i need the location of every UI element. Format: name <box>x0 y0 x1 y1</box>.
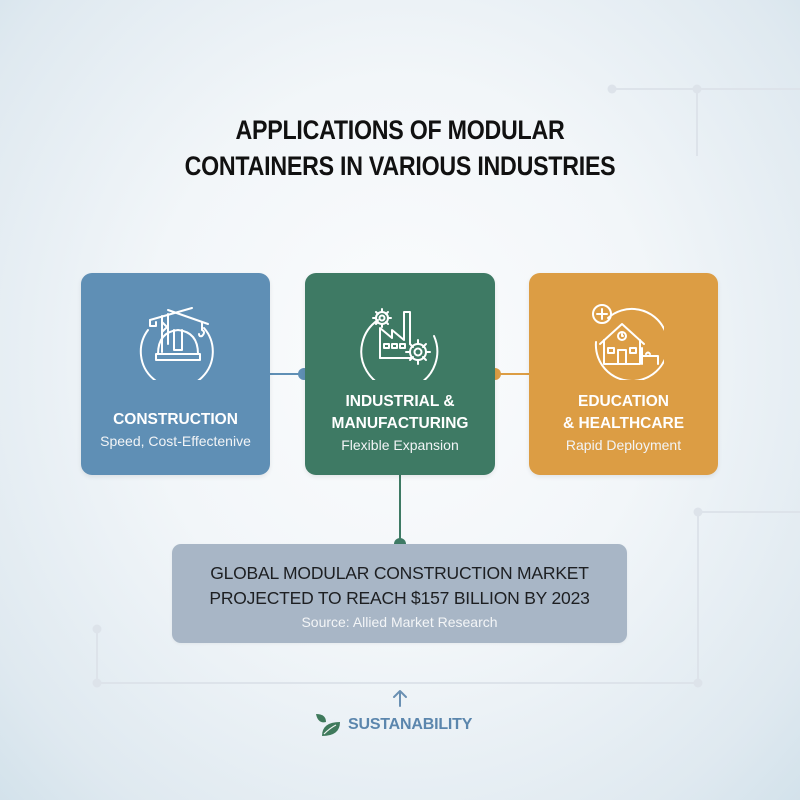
connector-industrial-education <box>495 373 529 375</box>
sustainability-label: SUSTANABILITY <box>314 712 472 738</box>
market-source: Source: Allied Market Research <box>301 614 498 630</box>
leaf-icon <box>316 714 340 736</box>
decorative-node <box>693 507 703 517</box>
card-heading: CONSTRUCTION <box>113 411 238 428</box>
decorative-node <box>693 678 703 688</box>
decorative-node <box>92 678 102 688</box>
card-education-healthcare: EDUCATION & HEALTHCARE Rapid Deployment <box>529 273 718 475</box>
card-construction: CONSTRUCTION Speed, Cost-Effectenive <box>81 273 270 475</box>
construction-crane-helmet-icon <box>139 307 214 380</box>
card-heading-line-2: MANUFACTURING <box>331 415 469 432</box>
market-line-1: GLOBAL MODULAR CONSTRUCTION MARKET <box>210 563 589 583</box>
decorative-node <box>692 84 702 94</box>
page-title: APPLICATIONS OF MODULAR CONTAINERS IN VA… <box>56 112 744 184</box>
title-line-2: CONTAINERS IN VARIOUS INDUSTRIES <box>184 151 616 181</box>
connector-construction-industrial <box>270 373 306 375</box>
card-subtitle: Flexible Expansion <box>341 437 459 453</box>
title-line-1: APPLICATIONS OF MODULAR <box>235 115 565 145</box>
school-hospital-icon <box>591 304 664 380</box>
decorative-node <box>607 84 617 94</box>
decorative-line <box>696 88 698 156</box>
factory-gears-icon <box>360 308 439 380</box>
decorative-line <box>96 629 98 683</box>
up-arrow-icon <box>393 690 407 707</box>
card-heading: INDUSTRIAL & <box>345 393 455 410</box>
decorative-node <box>92 624 102 634</box>
card-heading-line-2: & HEALTHCARE <box>562 415 685 432</box>
market-projection-box: GLOBAL MODULAR CONSTRUCTION MARKET PROJE… <box>172 544 627 643</box>
card-subtitle: Rapid Deployment <box>565 437 682 453</box>
decorative-line <box>697 512 699 683</box>
connector-industrial-market <box>399 475 401 543</box>
sustainability-text: SUSTANABILITY <box>348 716 473 733</box>
market-line-2: PROJECTED TO REACH $157 BILLION BY 2023 <box>209 588 590 608</box>
decorative-line <box>697 511 800 513</box>
decorative-line <box>612 88 800 90</box>
decorative-line <box>97 682 698 684</box>
card-industrial-manufacturing: INDUSTRIAL & MANUFACTURING Flexible Expa… <box>305 273 495 475</box>
card-subtitle: Speed, Cost-Effectenive <box>100 433 251 449</box>
card-heading: EDUCATION <box>578 393 669 410</box>
